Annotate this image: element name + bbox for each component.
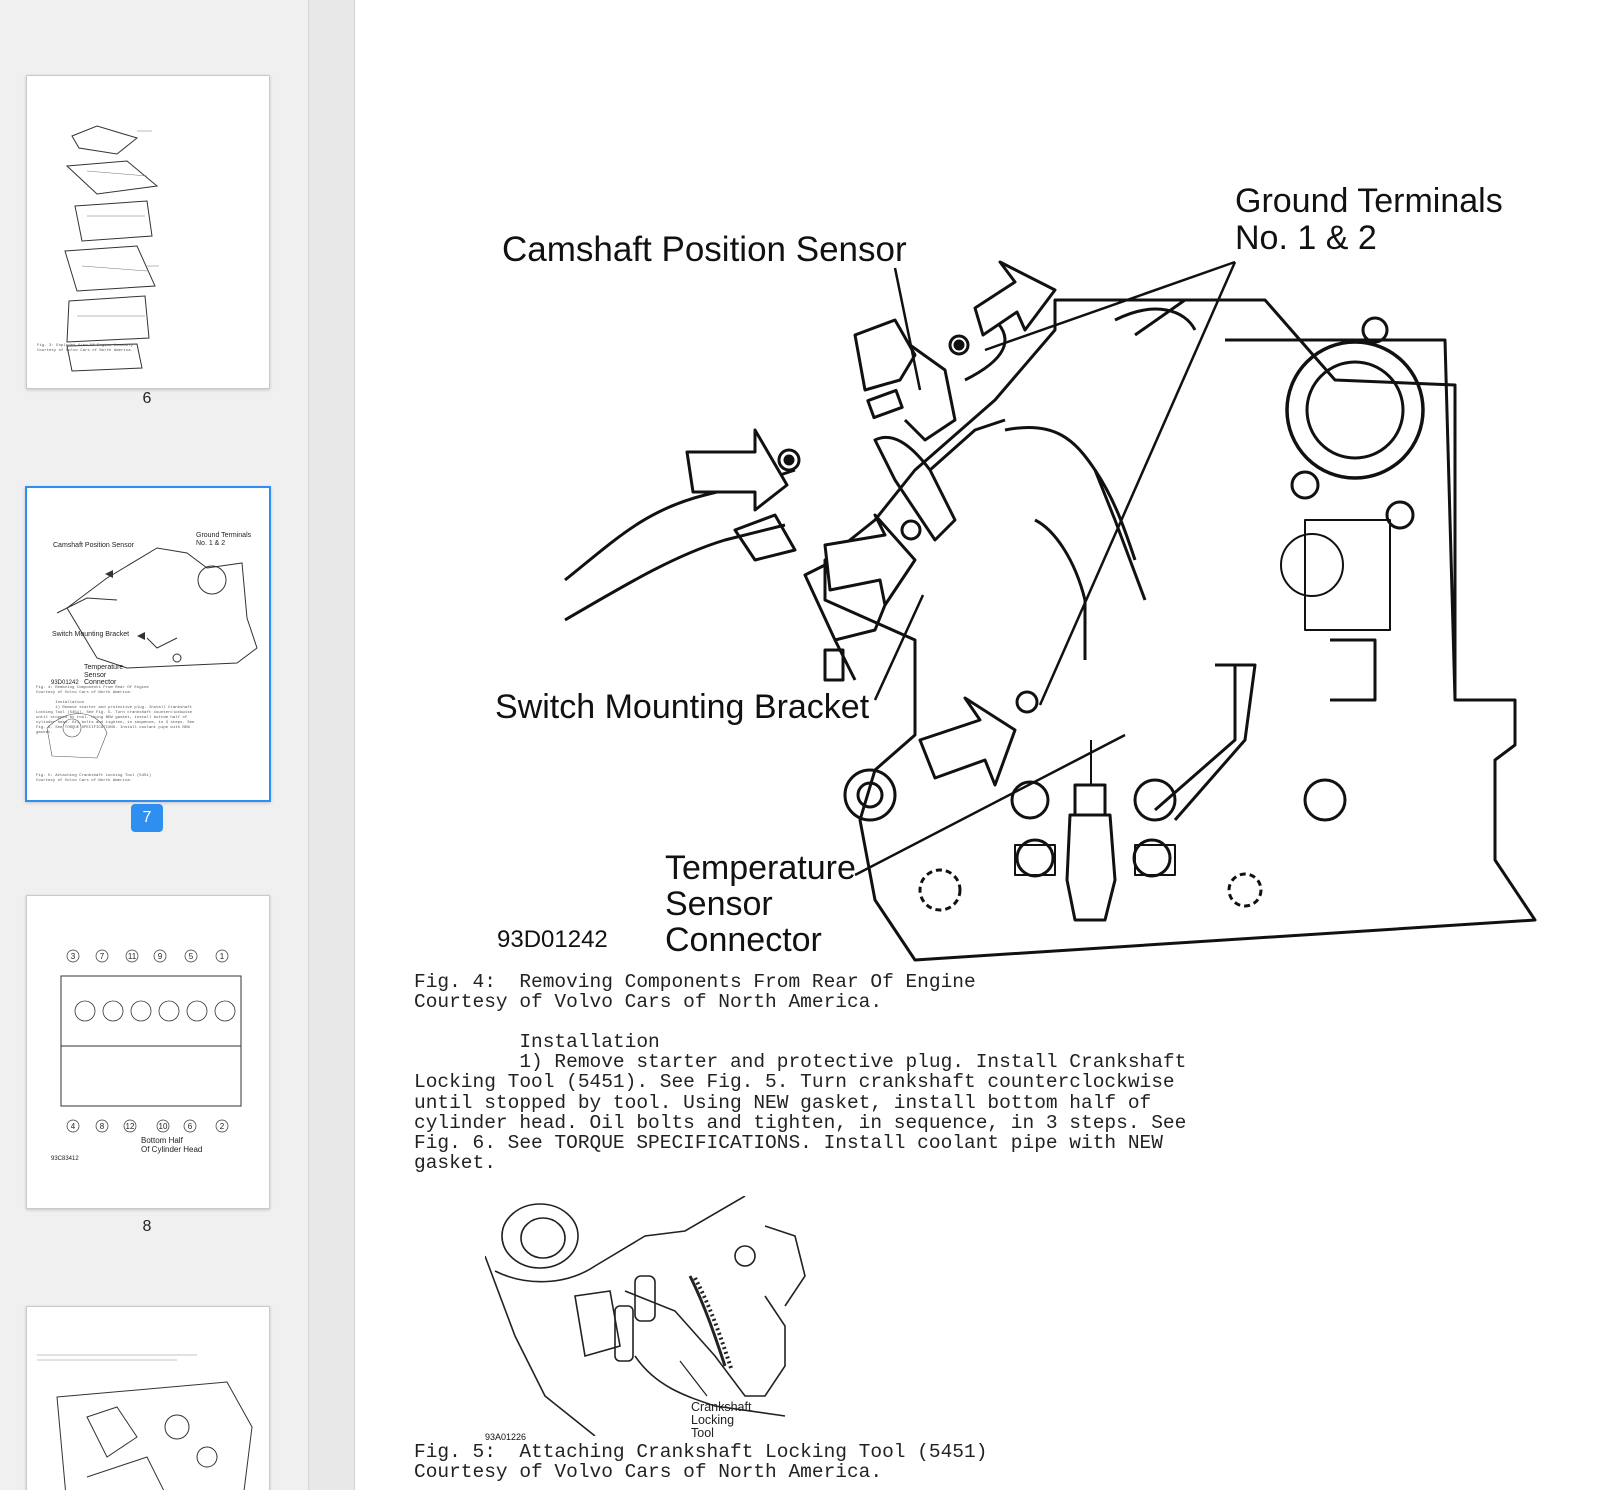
bolt-number: 9: [158, 952, 163, 961]
figure-5-code: 93A01226: [485, 1432, 527, 1442]
bolt-number: 5: [189, 952, 194, 961]
thumbnail-page-9[interactable]: [26, 1306, 270, 1490]
page-number-7[interactable]: 7: [131, 804, 163, 832]
figure-4-code: 93D01242: [497, 926, 608, 953]
leader-line: [854, 733, 1126, 877]
thumbnail-page-8[interactable]: 3 7 11 9 5 1 4 8 12 10 6 2 Bottom Half O…: [26, 895, 270, 1209]
figure-5-crankshaft-tool-drawing: [485, 1196, 806, 1436]
bolt-number: 2: [220, 1122, 225, 1131]
thumbnail-engine-exploded-drawing: [64, 125, 159, 372]
figure-4-caption: Fig. 4: Removing Components From Rear Of…: [414, 971, 976, 1014]
callout-arrow: [685, 428, 789, 512]
bolt-number: 8: [100, 1122, 105, 1131]
bolt-number: 1: [220, 952, 225, 961]
label-temperature-sensor-connector: Temperature Sensor Connector: [665, 849, 856, 959]
thumbnail-label-ground: Ground Terminals No. 1 & 2: [196, 532, 252, 547]
bolt-number: 11: [128, 952, 137, 961]
thumbnail-caption: Fig. 3: Exploded View Of Engine Assembly…: [37, 344, 134, 353]
label-camshaft-position-sensor: Camshaft Position Sensor: [502, 230, 907, 269]
label-switch-mounting-bracket: Switch Mounting Bracket: [495, 688, 870, 726]
label-crankshaft-locking-tool: Crankshaft Locking Tool: [691, 1400, 752, 1440]
figure-5-caption: Fig. 5: Attaching Crankshaft Locking Too…: [414, 1441, 988, 1484]
callout-arrow: [823, 513, 917, 607]
leader-line: [873, 594, 925, 701]
installation-heading: Installation: [414, 1031, 660, 1053]
thumbnail-label-bottom-half: Bottom Half Of Cylinder Head: [141, 1136, 203, 1154]
thumbnail-rear-engine-drawing: [46, 547, 258, 759]
page-number-6[interactable]: 6: [142, 390, 152, 407]
thumbnail-page-7[interactable]: Camshaft Position Sensor Ground Terminal…: [25, 486, 271, 802]
installation-instructions: 1) Remove starter and protective plug. I…: [414, 1051, 1187, 1175]
thumbnail-page-6[interactable]: Fig. 3: Exploded View Of Engine Assembly…: [26, 75, 270, 389]
bolt-number: 6: [188, 1122, 193, 1131]
thumbnail-sidebar[interactable]: Fig. 3: Exploded View Of Engine Assembly…: [0, 0, 309, 1490]
bolt-number: 3: [71, 952, 76, 961]
thumbnail-label-code: 93D01242: [51, 680, 79, 686]
thumbnail-label-bracket: Switch Mounting Bracket: [52, 631, 130, 638]
callout-arrow: [918, 696, 1017, 787]
bolt-number: 10: [159, 1122, 168, 1131]
leader-line: [1038, 261, 1237, 706]
bolt-number: 7: [100, 952, 105, 961]
leader-line: [893, 267, 922, 391]
thumbnail-fig5-caption: Fig. 5: Attaching Crankshaft Locking Too…: [36, 774, 152, 783]
thumbnail-label-code: 93C83412: [51, 1156, 79, 1162]
bolt-number: 4: [71, 1122, 76, 1131]
thumbnail-text-block: Fig. 4: Removing Components From Rear Of…: [36, 686, 195, 735]
leader-line: [984, 260, 1236, 352]
label-ground-terminals: Ground Terminals No. 1 & 2: [1235, 182, 1503, 257]
sidebar-splitter[interactable]: [309, 0, 355, 1490]
thumbnail-label-camshaft: Camshaft Position Sensor: [53, 542, 134, 549]
thumbnail-label-temp: Temperature Sensor Connector: [84, 664, 124, 686]
bolt-number: 12: [126, 1122, 135, 1131]
document-page: Camshaft Position Sensor Ground Terminal…: [355, 0, 1600, 1490]
figure-4-rear-engine-drawing: [564, 260, 1537, 962]
thumbnail-cylinder-head-drawing: 3 7 11 9 5 1 4 8 12 10 6 2: [60, 949, 242, 1133]
thumbnail-engine-top-drawing: [37, 1354, 253, 1490]
callout-arrow: [973, 260, 1057, 337]
page-number-8[interactable]: 8: [142, 1218, 152, 1235]
